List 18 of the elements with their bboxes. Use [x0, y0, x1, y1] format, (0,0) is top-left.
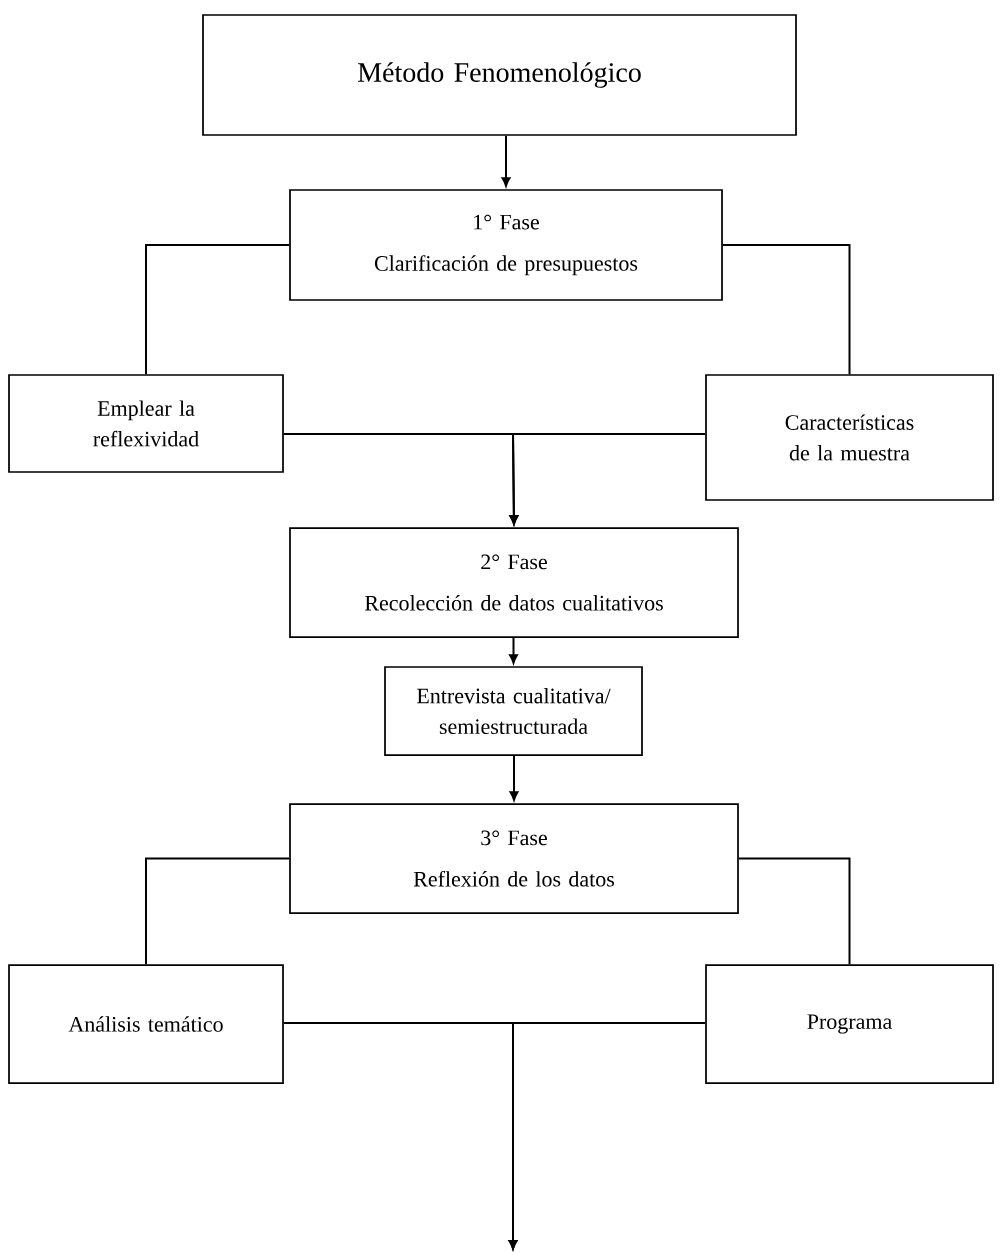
arrow [509, 754, 519, 801]
process-box: Análisis temático [8, 964, 284, 1084]
process-box: Método Fenomenológico [202, 14, 797, 136]
connector-line [145, 244, 291, 376]
connector-line [737, 857, 851, 966]
connector-line [721, 244, 851, 376]
arrow [509, 636, 518, 664]
arrow [508, 1022, 707, 1250]
arrow [501, 134, 511, 187]
process-box: Programa [705, 964, 994, 1084]
process-box: 1° Fase Clarificación de presupuestos [289, 189, 723, 301]
process-box: 2° Fase Recolección de datos cualitativos [289, 527, 739, 638]
arrow [509, 433, 707, 525]
process-box: 3° Fase Reflexión de los datos [289, 803, 739, 914]
process-box: Emplear la reflexividad [8, 374, 284, 473]
process-box: Características de la muestra [705, 374, 994, 501]
process-box: Entrevista cualitativa/ semiestructurada [384, 666, 643, 756]
connector-line [145, 857, 291, 966]
